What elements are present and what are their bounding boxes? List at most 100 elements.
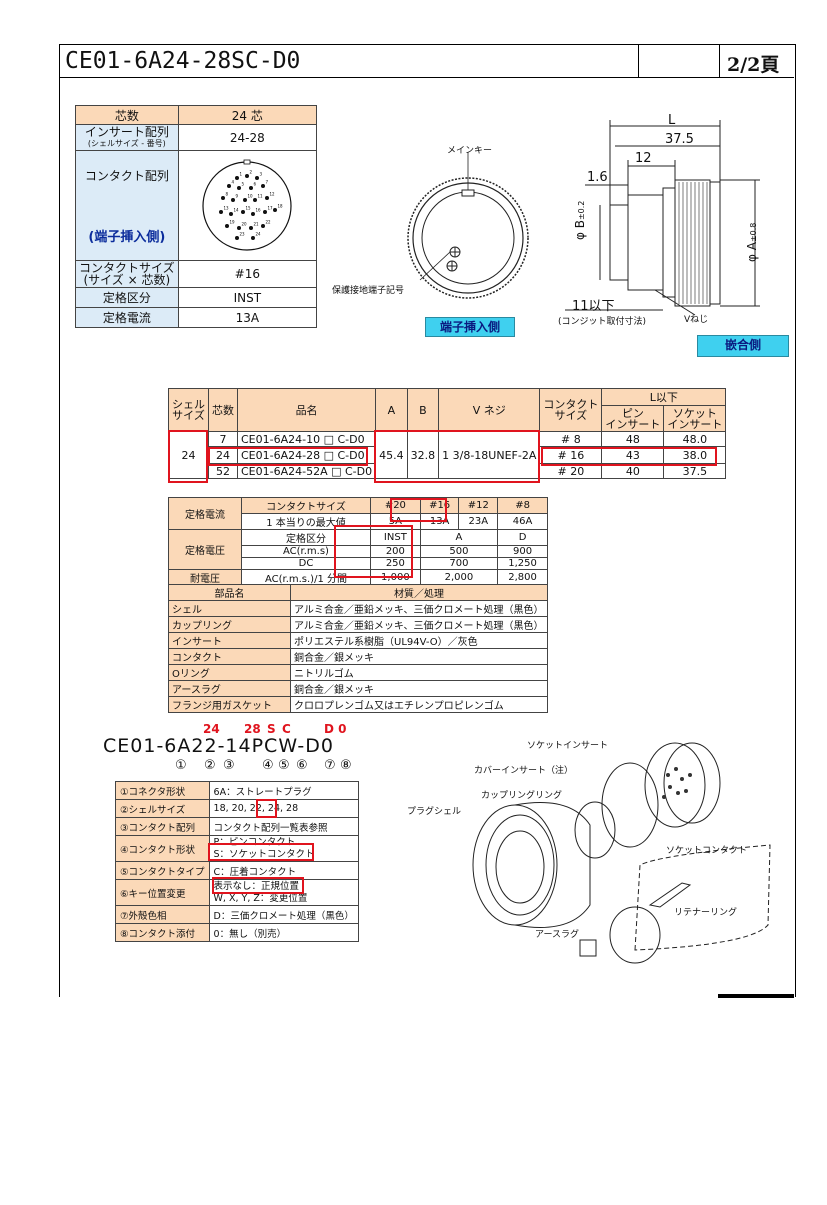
code-num: ⑤ <box>278 758 290 773</box>
code-num: ② <box>204 758 216 773</box>
main-key-label: メインキー <box>447 146 493 156</box>
spec-table: 芯数 24 芯 インサート配列 (シェルサイズ - 番号) 24-28 コンタク… <box>75 105 318 328</box>
spec-label-sub: (サイズ × 芯数) <box>83 273 171 287</box>
front-view-drawing <box>407 152 529 299</box>
v-screw-label: Vねじ <box>684 315 709 325</box>
dim-37-5: 37.5 <box>665 132 694 147</box>
spec-label-sub: (シェルサイズ - 番号) <box>87 138 166 148</box>
contact-pin <box>253 197 258 202</box>
code-key: ⑤コンタクトタイプ <box>115 861 210 880</box>
spec-label: 定格電流 <box>75 307 179 328</box>
col-header: 芯数 <box>208 388 238 432</box>
part-material: クロロプレンゴム又はエチレンプロピレンゴム <box>290 696 548 713</box>
contact-pin <box>249 185 254 190</box>
spec-label: コンタクトサイズ (サイズ × 芯数) <box>75 260 179 288</box>
spec-value: INST <box>177 287 318 308</box>
spec-label: 定格区分 <box>75 287 179 308</box>
part-name: Oリング <box>168 664 291 681</box>
highlight-box <box>390 498 447 522</box>
contact-pin <box>235 175 240 180</box>
contact-pin-number: 12 <box>270 191 276 196</box>
cell: 48.0 <box>663 431 727 447</box>
spec-label: インサート配列 (シェルサイズ - 番号) <box>75 124 179 151</box>
contact-pin-number: 6 <box>254 181 257 186</box>
contact-pin <box>235 235 240 240</box>
contact-pin-number: 23 <box>240 231 246 236</box>
part-material: ニトリルゴム <box>290 664 548 681</box>
label-earth-lug: アースラグ <box>535 930 580 940</box>
contact-pin-number: 14 <box>234 207 240 212</box>
cell: コンタクトサイズ <box>241 497 371 514</box>
label-cover-insert: カバーインサート（注） <box>474 766 574 776</box>
row-header: 定格電圧 <box>168 529 242 570</box>
highlight-box <box>334 525 413 578</box>
cell: 500 <box>419 545 499 558</box>
dim-12: 12 <box>635 151 652 166</box>
cell: A <box>419 529 499 546</box>
cell: #12 <box>458 497 499 514</box>
contact-pin <box>231 197 236 202</box>
bottom-mark <box>718 994 794 998</box>
contact-pin <box>227 183 232 188</box>
dim-11: 11以下 <box>572 299 615 314</box>
spec-label-main: コンタクト配列 <box>84 169 169 183</box>
code-desc: コンタクト配列一覧表参照 <box>208 817 359 836</box>
dim-1-6: 1.6 <box>587 170 608 185</box>
part-name: シェル <box>168 600 291 617</box>
contact-pin <box>241 209 246 214</box>
code-desc: 18, 20, 22, 24, 28 <box>208 799 359 818</box>
label-retainer-ring: リテナーリング <box>674 908 738 918</box>
label-socket-insert: ソケットインサート <box>527 741 609 751</box>
ground-mark-label: 保護接地端子記号 <box>332 286 405 296</box>
part-name: カップリング <box>168 616 291 633</box>
part-name: アースラグ <box>168 680 291 697</box>
contact-pin <box>251 235 256 240</box>
code-num: ④ <box>262 758 274 773</box>
col-header: コンタクトサイズ <box>539 388 603 432</box>
contact-pin-number: 3 <box>260 171 263 176</box>
contact-pin <box>225 223 230 228</box>
part-material: アルミ合金／亜鉛メッキ、三価クロメート処理（黒色） <box>290 616 548 633</box>
code-key: ②シェルサイズ <box>115 799 210 818</box>
spec-value: 24-28 <box>177 124 318 151</box>
code-key: ⑥キー位置変更 <box>115 879 210 906</box>
dimension-table: シェルサイズ 芯数 品名 A B V ネジ コンタクトサイズ L以下 ピンインサ… <box>168 388 727 479</box>
code-key: ④コンタクト形状 <box>115 835 210 862</box>
code-key: ①コネクタ形状 <box>115 781 210 800</box>
code-key: ⑦外殻色相 <box>115 905 210 924</box>
cell: 23A <box>458 513 499 530</box>
col-header: 材質／処理 <box>290 584 548 601</box>
contact-pin-number: 21 <box>254 221 260 226</box>
cell: # 20 <box>539 463 603 479</box>
highlight-box <box>212 877 304 894</box>
label-socket-contact: ソケットコンタクト <box>666 846 748 856</box>
cell: 48 <box>601 431 665 447</box>
label-coupling-ring: カップリングリング <box>481 791 563 801</box>
col-header: ソケットインサート <box>663 405 727 432</box>
col-header: シェルサイズ <box>168 388 209 432</box>
spec-value: #16 <box>177 260 318 288</box>
part-name: フランジ用ガスケット <box>168 696 291 713</box>
code-desc: 6A：ストレートプラグ <box>208 781 359 800</box>
cell: 7 <box>208 431 238 447</box>
contact-pin <box>265 195 270 200</box>
highlight-box <box>168 430 208 483</box>
col-header: 部品名 <box>168 584 291 601</box>
materials-table: 部品名 材質／処理 シェルアルミ合金／亜鉛メッキ、三価クロメート処理（黒色） カ… <box>168 584 548 713</box>
code-num: ⑧ <box>340 758 352 773</box>
label-plug-shell: プラグシェル <box>407 807 462 817</box>
cell: 1,250 <box>497 557 548 570</box>
contact-pin-number: 2 <box>250 169 253 174</box>
title-bar: CE01-6A24-28SC-D0 2/2頁 <box>59 44 794 78</box>
contact-pin <box>249 225 254 230</box>
contact-pin <box>219 209 224 214</box>
highlight-box <box>208 843 314 861</box>
divider <box>719 44 720 77</box>
contact-pin <box>261 223 266 228</box>
code-key: ③コンタクト配列 <box>115 817 210 836</box>
part-number-code: CE01-6A22-14PCW-D0 <box>103 735 334 757</box>
contact-pin-number: 10 <box>248 193 254 198</box>
col-header: 品名 <box>236 388 377 432</box>
col-header: ピンインサート <box>601 405 665 432</box>
